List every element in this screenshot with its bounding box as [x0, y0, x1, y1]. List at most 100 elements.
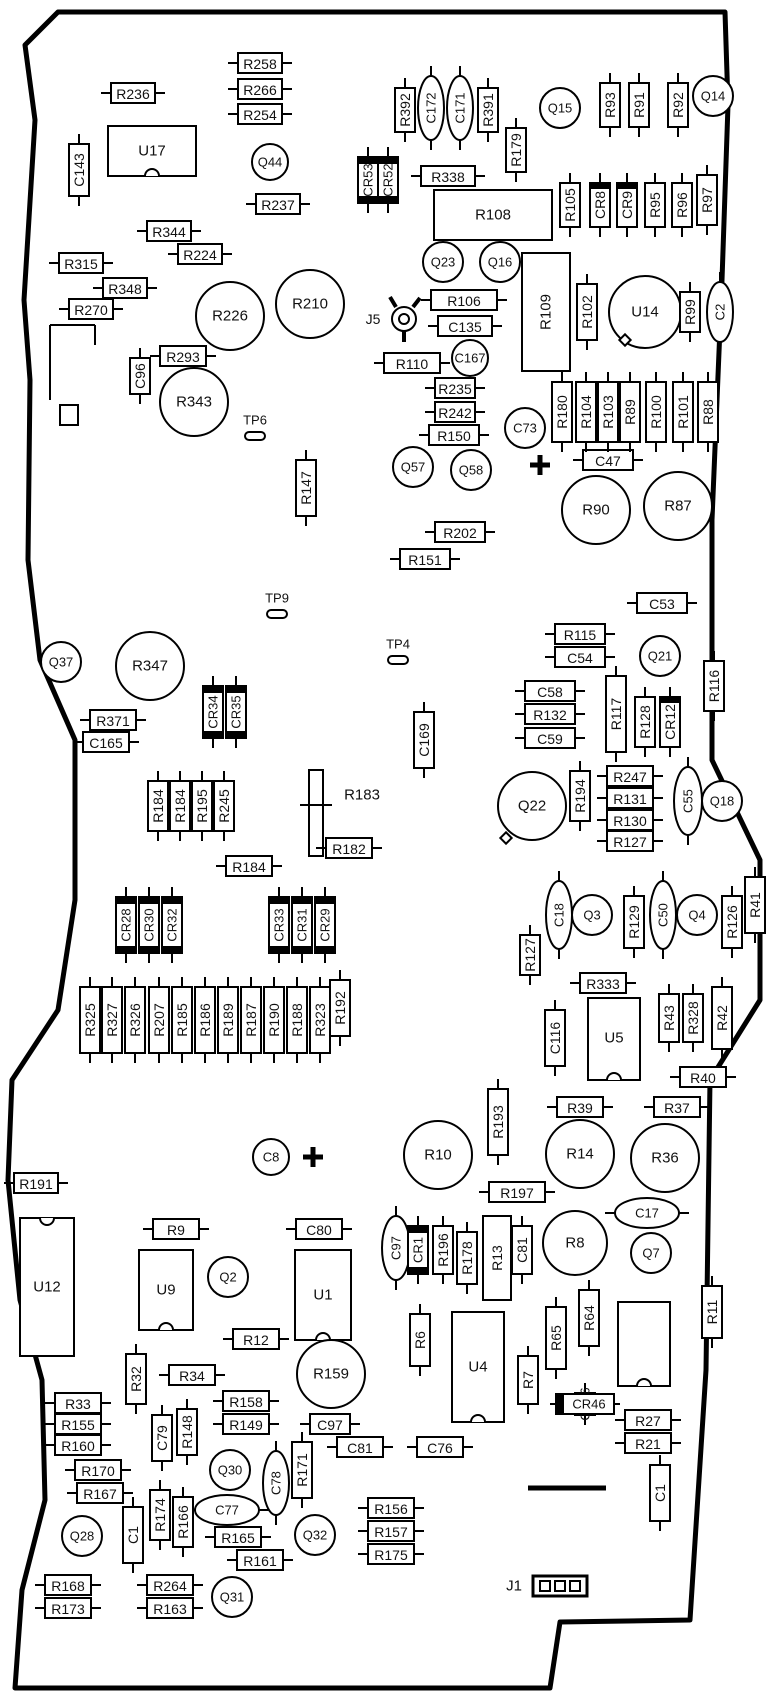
resistor: R179 — [505, 118, 527, 182]
component-label: R64 — [581, 1305, 597, 1331]
resistor: C79 — [151, 1405, 173, 1471]
resistor: C97 — [300, 1413, 360, 1435]
resistor: C169 — [413, 702, 435, 778]
component-label: C1 — [125, 1526, 141, 1544]
component-label: TP9 — [265, 591, 289, 606]
resistor: R184 — [169, 771, 191, 841]
resistor: R156 — [358, 1497, 424, 1519]
component-label: R237 — [261, 197, 295, 213]
component-label: R184 — [172, 789, 188, 823]
component-label: R102 — [579, 295, 595, 329]
component-label: CR35 — [229, 695, 244, 728]
component-label: R130 — [613, 813, 647, 829]
resistor: R242 — [425, 401, 485, 423]
resistor: R180 — [551, 372, 573, 452]
capacitor: C172 — [417, 66, 445, 150]
component-label: R161 — [243, 1553, 277, 1569]
component-label: R182 — [332, 841, 366, 857]
capacitor: C78 — [262, 1441, 290, 1525]
component-label: C116 — [547, 1022, 563, 1055]
component-label: R315 — [64, 256, 98, 272]
component-label: R110 — [396, 356, 429, 372]
component-label: C54 — [567, 650, 593, 666]
component-label: J1 — [506, 1578, 522, 1595]
integrated-circuit: U4 — [451, 1311, 505, 1423]
resistor: R131 — [597, 787, 663, 809]
component-label: R150 — [437, 428, 471, 444]
component-label: R333 — [586, 976, 620, 992]
component-label: C53 — [649, 596, 675, 612]
resistor: R323 — [309, 977, 331, 1063]
resistor: R109 — [521, 252, 571, 372]
resistor: R167 — [67, 1482, 133, 1504]
resistor: R392 — [394, 78, 416, 142]
integrated-circuit: U17 — [107, 125, 197, 177]
component-label: CR12 — [662, 704, 678, 740]
component-label: R180 — [554, 395, 570, 429]
component-label: R96 — [674, 192, 690, 218]
component-label: R90 — [582, 502, 610, 519]
transistor: Q14 — [692, 75, 734, 117]
resistor: R99 — [679, 282, 701, 342]
component-label: C165 — [89, 735, 123, 751]
resistor: R175 — [358, 1543, 424, 1565]
diode: CR28 — [115, 887, 137, 963]
component-label: R41 — [747, 892, 763, 918]
component-label: R325 — [82, 1003, 98, 1037]
diode: CR53 — [357, 147, 379, 213]
component-label: R88 — [700, 399, 716, 425]
connector-j1: J1 — [506, 1574, 589, 1598]
resistor: R315 — [49, 252, 113, 274]
component-label: R224 — [183, 247, 217, 263]
integrated-circuit: U5 — [587, 997, 641, 1081]
resistor: R132 — [515, 703, 585, 725]
transistor: Q15 — [539, 87, 581, 129]
resistor: R9 — [143, 1218, 209, 1240]
resistor: R21 — [615, 1432, 681, 1454]
resistor: R147 — [295, 450, 317, 526]
component-label: R167 — [83, 1486, 117, 1502]
component-label: R170 — [81, 1463, 115, 1479]
component-label: R194 — [572, 779, 588, 813]
component-label: C2 — [713, 304, 728, 321]
resistor: R258 — [228, 52, 292, 74]
large-resistor: R8 — [542, 1210, 608, 1276]
component-label: C1 — [652, 1484, 668, 1502]
component-label: R103 — [600, 395, 616, 429]
component-label: R236 — [116, 86, 150, 102]
component-label: R235 — [438, 381, 472, 397]
resistor: R325 — [79, 977, 101, 1063]
resistor: R41 — [744, 867, 766, 943]
component-label: R9 — [167, 1222, 185, 1238]
resistor: R11 — [701, 1276, 723, 1348]
component-label: R43 — [661, 1005, 677, 1031]
large-resistor: R90 — [561, 475, 631, 545]
resistor: R97 — [696, 165, 718, 235]
resistor: R236 — [101, 82, 165, 104]
resistor: R338 — [411, 165, 485, 187]
component-label: R151 — [408, 552, 442, 568]
capacitor: C8 — [252, 1138, 290, 1176]
resistor: R190 — [263, 977, 285, 1063]
transistor: Q57 — [392, 446, 434, 488]
transistor: Q18 — [701, 780, 743, 822]
transistor: Q4 — [676, 894, 718, 936]
component-label: R226 — [212, 308, 248, 325]
component-label: R347 — [132, 658, 168, 675]
component-label: CR28 — [119, 908, 134, 941]
component-label: R109 — [538, 294, 555, 330]
resistor: R187 — [240, 977, 262, 1063]
component-label: R91 — [631, 92, 647, 118]
connector-j5: J5 — [366, 295, 422, 342]
resistor: R163 — [137, 1597, 203, 1619]
resistor: R102 — [576, 274, 598, 350]
component-label: C167 — [454, 351, 485, 366]
capacitor: C50 — [649, 871, 677, 959]
resistor: CR12 — [659, 687, 681, 757]
resistor: R40 — [670, 1066, 736, 1088]
component-label: R242 — [438, 405, 472, 421]
component-label: R171 — [294, 1453, 310, 1487]
component-label: R157 — [374, 1524, 408, 1540]
component-label: R21 — [635, 1436, 661, 1452]
component-label: Q32 — [303, 1528, 328, 1543]
